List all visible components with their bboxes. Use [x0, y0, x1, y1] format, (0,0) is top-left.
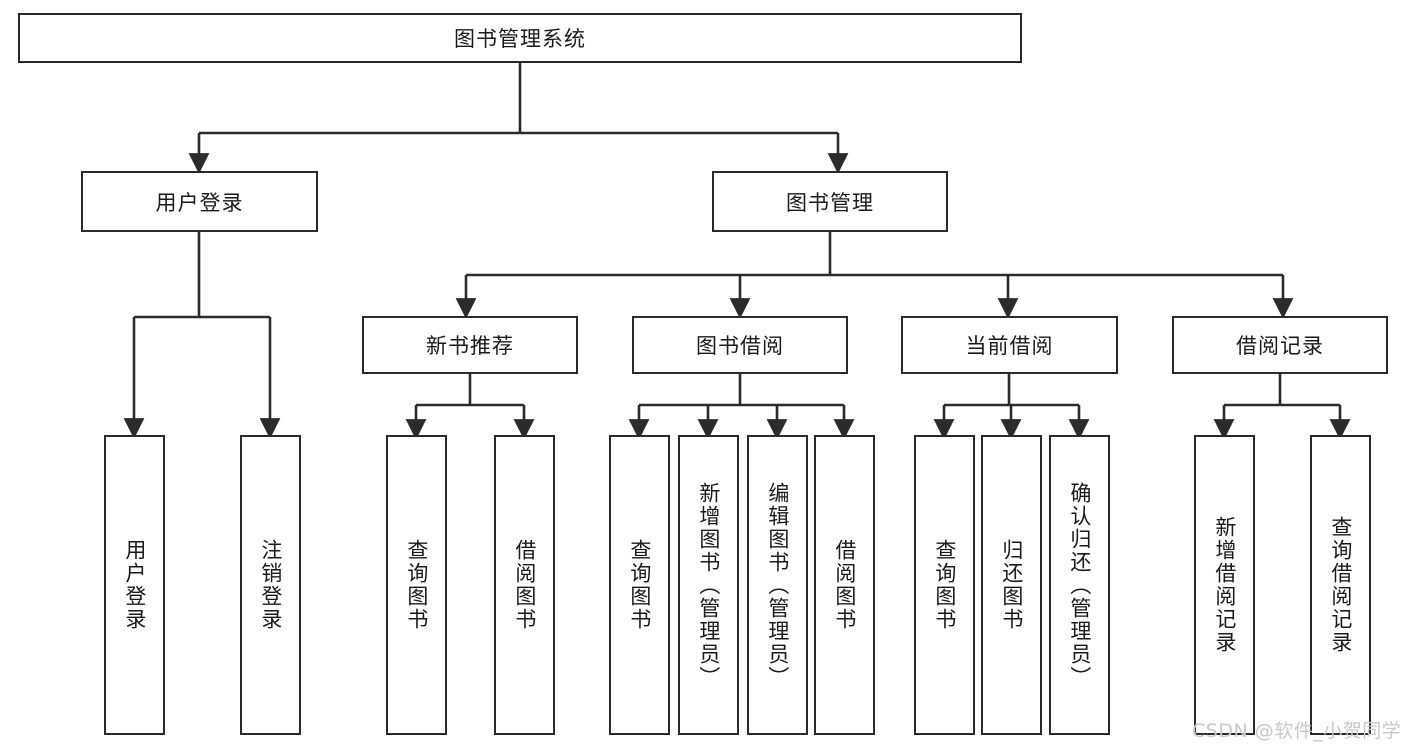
node-label: 用户登录: [155, 190, 244, 215]
leaf-current-return-book[interactable]: 归还图书: [981, 435, 1042, 735]
node-label: 借阅记录: [1236, 334, 1324, 358]
node-new-book-recommend[interactable]: 新书推荐: [362, 316, 578, 374]
node-borrow-records[interactable]: 借阅记录: [1172, 316, 1388, 374]
node-label: 归还图书: [999, 539, 1024, 631]
node-label: 查询图书: [627, 539, 652, 631]
leaf-user-login-logout[interactable]: 注销登录: [240, 435, 301, 735]
node-label: 借阅图书: [512, 539, 537, 631]
csdn-watermark: CSDN @软件_小贺同学: [1192, 720, 1402, 742]
node-label: 借阅图书: [832, 539, 857, 631]
node-user-login[interactable]: 用户登录: [81, 171, 318, 232]
node-root-system[interactable]: 图书管理系统: [18, 13, 1022, 63]
leaf-recommend-query-book[interactable]: 查询图书: [386, 435, 447, 735]
leaf-borrow-add-book-admin[interactable]: 新增图书（管理员）: [678, 435, 739, 735]
node-label: 新增图书（管理员）: [696, 481, 721, 689]
leaf-borrow-query-book[interactable]: 查询图书: [609, 435, 670, 735]
node-label: 图书管理: [786, 190, 874, 215]
node-label: 图书管理系统: [454, 27, 586, 51]
leaf-user-login-login[interactable]: 用户登录: [104, 435, 165, 735]
leaf-borrow-edit-book-admin[interactable]: 编辑图书（管理员）: [747, 435, 808, 735]
node-label: 图书借阅: [696, 334, 784, 358]
leaf-borrow-borrow-book[interactable]: 借阅图书: [814, 435, 875, 735]
leaf-current-query-book[interactable]: 查询图书: [914, 435, 975, 735]
node-label: 确认归还（管理员）: [1067, 481, 1092, 689]
node-label: 新书推荐: [426, 334, 514, 358]
node-label: 查询图书: [932, 539, 957, 631]
node-current-borrow[interactable]: 当前借阅: [901, 316, 1118, 374]
leaf-current-confirm-return-admin[interactable]: 确认归还（管理员）: [1049, 435, 1110, 735]
node-label: 新增借阅记录: [1212, 516, 1237, 654]
leaf-recommend-borrow-book[interactable]: 借阅图书: [494, 435, 555, 735]
node-label: 用户登录: [122, 539, 147, 631]
leaf-records-query-record[interactable]: 查询借阅记录: [1310, 435, 1371, 735]
node-label: 当前借阅: [965, 334, 1054, 358]
node-label: 注销登录: [258, 539, 283, 631]
node-book-management[interactable]: 图书管理: [712, 171, 948, 232]
node-label: 查询借阅记录: [1328, 516, 1353, 654]
node-label: 编辑图书（管理员）: [765, 481, 790, 689]
leaf-records-add-record[interactable]: 新增借阅记录: [1194, 435, 1255, 735]
node-label: 查询图书: [404, 539, 429, 631]
node-book-borrow[interactable]: 图书借阅: [632, 316, 848, 374]
